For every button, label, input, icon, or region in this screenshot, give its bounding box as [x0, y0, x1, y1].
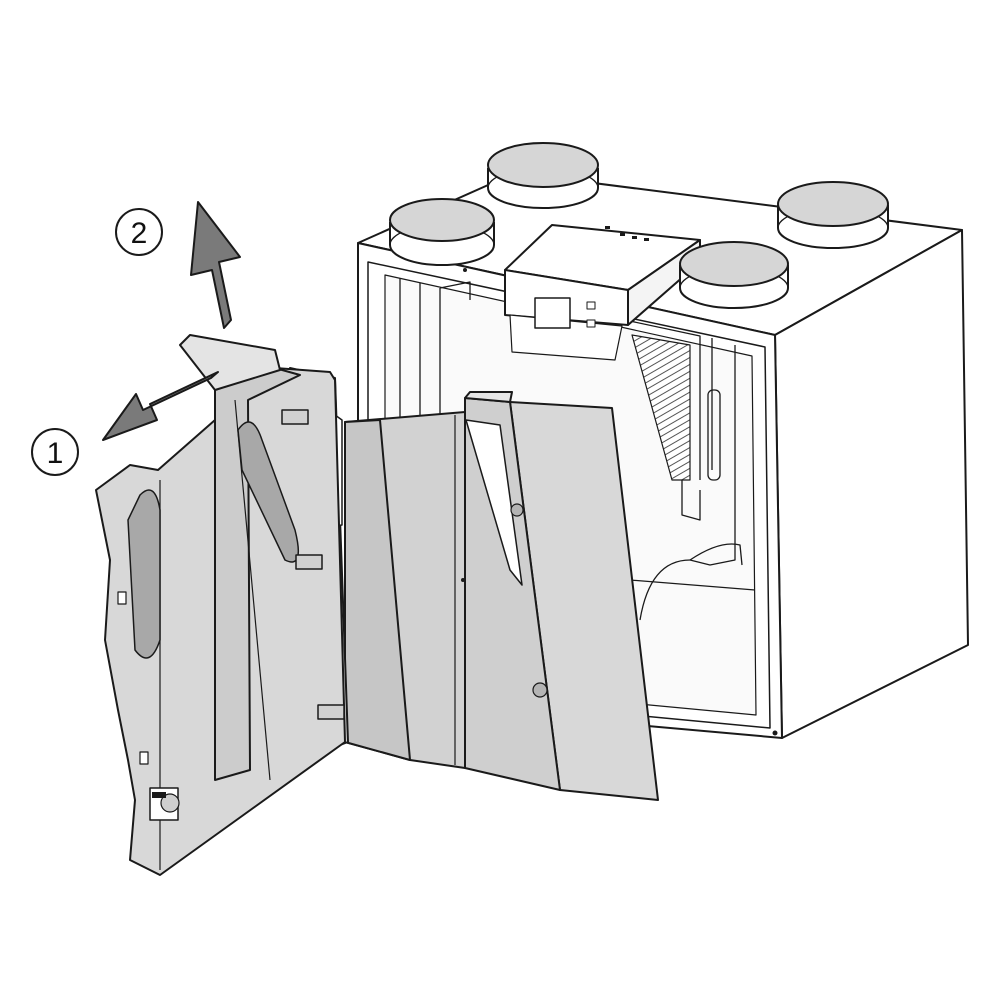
duct-port-front-left — [389, 198, 495, 266]
duct-port-front-right — [679, 241, 789, 309]
step-marker-1: 1 — [31, 428, 79, 476]
display-screen — [534, 297, 571, 329]
handle-left — [127, 489, 161, 659]
step-1-number: 1 — [47, 437, 64, 470]
control-panel — [504, 224, 701, 361]
step-2-number: 2 — [131, 217, 148, 250]
hinge-clips — [281, 409, 345, 720]
heat-exchanger — [631, 334, 691, 481]
step-marker-2: 2 — [115, 208, 163, 256]
front-cover-panel — [95, 334, 659, 876]
panel-label-plate — [149, 787, 180, 821]
cover-window-right — [465, 419, 523, 586]
duct-port-back-left — [487, 142, 599, 209]
indicator-lights — [605, 226, 649, 241]
arrow-pull-icon — [102, 371, 219, 441]
handle-middle — [237, 421, 300, 563]
duct-port-back-right — [777, 181, 889, 249]
arrow-lift-icon — [190, 201, 241, 329]
